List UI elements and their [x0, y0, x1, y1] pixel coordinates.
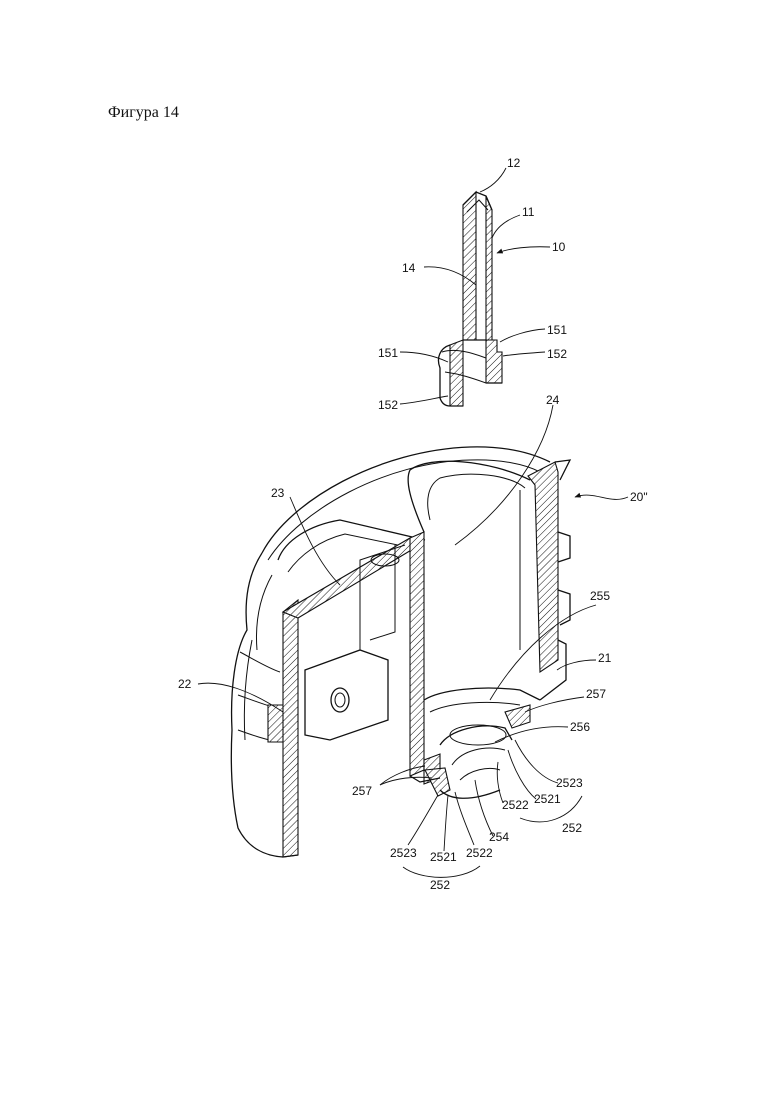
label-257-right: 257 — [586, 687, 606, 701]
label-22: 22 — [178, 677, 192, 691]
label-11: 11 — [522, 205, 535, 219]
label-20: 20" — [630, 490, 648, 504]
housing-component — [231, 447, 570, 857]
figure-title: Фигура 14 — [108, 104, 179, 122]
label-255: 255 — [590, 589, 610, 603]
label-21: 21 — [598, 651, 612, 665]
label-2523-left: 2523 — [390, 846, 417, 860]
label-2521-left: 2521 — [430, 850, 457, 864]
label-2522-left: 2522 — [466, 846, 493, 860]
label-151-right: 151 — [547, 323, 567, 337]
label-23: 23 — [271, 486, 285, 500]
label-24: 24 — [546, 393, 560, 407]
label-12: 12 — [507, 156, 521, 170]
label-14: 14 — [402, 261, 416, 275]
label-257-left: 257 — [352, 784, 372, 798]
label-10: 10 — [552, 240, 566, 254]
callouts: 12 11 10 14 151 152 151 152 24 — [178, 156, 648, 892]
label-2522-right: 2522 — [502, 798, 529, 812]
label-151-left: 151 — [378, 346, 398, 360]
pin-component — [438, 192, 502, 406]
label-2521-right: 2521 — [534, 792, 561, 806]
label-256: 256 — [570, 720, 590, 734]
label-152-right: 152 — [547, 347, 567, 361]
label-252-left: 252 — [430, 878, 450, 892]
label-254: 254 — [489, 830, 509, 844]
label-252-right: 252 — [562, 821, 582, 835]
label-2523-right: 2523 — [556, 776, 583, 790]
label-152-left: 152 — [378, 398, 398, 412]
